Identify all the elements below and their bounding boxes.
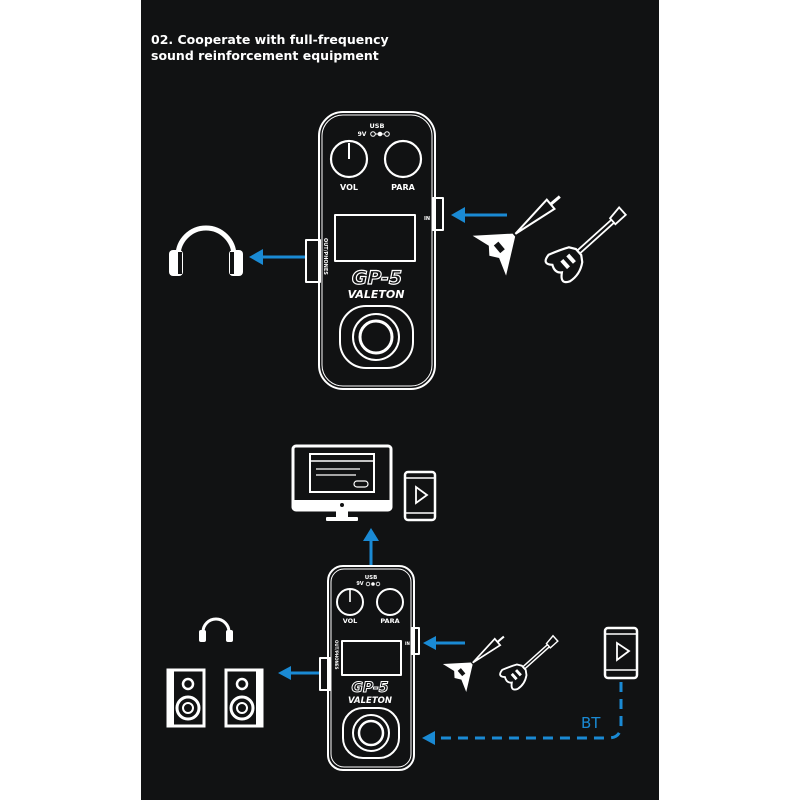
display-screen — [334, 214, 416, 262]
vol-knob — [329, 139, 369, 179]
monitor-icon — [291, 444, 393, 521]
arrow-to-headphones — [249, 249, 305, 265]
para-label: PARA — [380, 617, 399, 625]
footswitch — [342, 707, 400, 759]
output-label: OUT/PHONES — [322, 238, 328, 275]
model-logo: GP-5 — [352, 267, 402, 289]
bt-connection: BT — [422, 682, 623, 745]
phone-play-icon — [603, 626, 639, 680]
flying-v-guitar-icon — [472, 195, 561, 276]
power-polarity-icon — [365, 581, 381, 587]
output-label: OUT/PHONES — [334, 640, 339, 670]
usb-label: USB — [365, 575, 378, 581]
brand-logo: VALETON — [348, 696, 392, 706]
vol-label: VOL — [343, 617, 358, 625]
pedal-bottom: USB 9V VOL PARA IN OUT/PHONES GP-5 VALET… — [319, 565, 420, 771]
output-jack — [305, 239, 321, 283]
electric-guitar-icon — [499, 634, 559, 691]
flying-v-guitar-icon — [442, 635, 505, 692]
speaker-icon — [166, 668, 206, 728]
arrow-to-pedal-top — [451, 207, 507, 223]
input-jack — [411, 627, 420, 655]
arrow-to-monitor — [363, 528, 379, 565]
para-knob — [383, 139, 423, 179]
output-jack — [319, 657, 331, 691]
display-screen — [341, 640, 402, 676]
bt-label: BT — [581, 714, 601, 732]
pedal-top: USB 9V VOL PARA IN OUT/PHONES GP-5 VALET… — [305, 111, 444, 390]
electric-guitar-icon — [544, 206, 628, 284]
input-label: IN — [424, 216, 430, 222]
headphones-icon — [169, 225, 243, 276]
vol-label: VOL — [340, 183, 358, 192]
power-label: 9V — [356, 581, 363, 587]
brand-logo: VALETON — [348, 288, 405, 301]
headphones-icon — [199, 617, 233, 642]
input-jack — [432, 197, 444, 231]
section-title: 02. Cooperate with full-frequency sound … — [151, 32, 451, 64]
arrow-to-pedal-bottom — [423, 636, 465, 650]
title-line-1: 02. Cooperate with full-frequency — [151, 32, 389, 47]
para-label: PARA — [391, 183, 415, 192]
title-line-2: sound reinforcement equipment — [151, 48, 379, 63]
input-label: IN — [405, 641, 410, 646]
footswitch — [339, 305, 414, 369]
para-knob — [376, 588, 404, 616]
phone-play-icon — [403, 470, 437, 522]
arrow-to-speakers — [278, 666, 319, 680]
vol-knob — [336, 588, 364, 616]
model-logo: GP-5 — [351, 680, 388, 696]
power-label: 9V — [358, 131, 367, 138]
power-polarity-icon — [370, 131, 390, 137]
usb-label: USB — [370, 122, 385, 130]
speaker-icon — [224, 668, 264, 728]
